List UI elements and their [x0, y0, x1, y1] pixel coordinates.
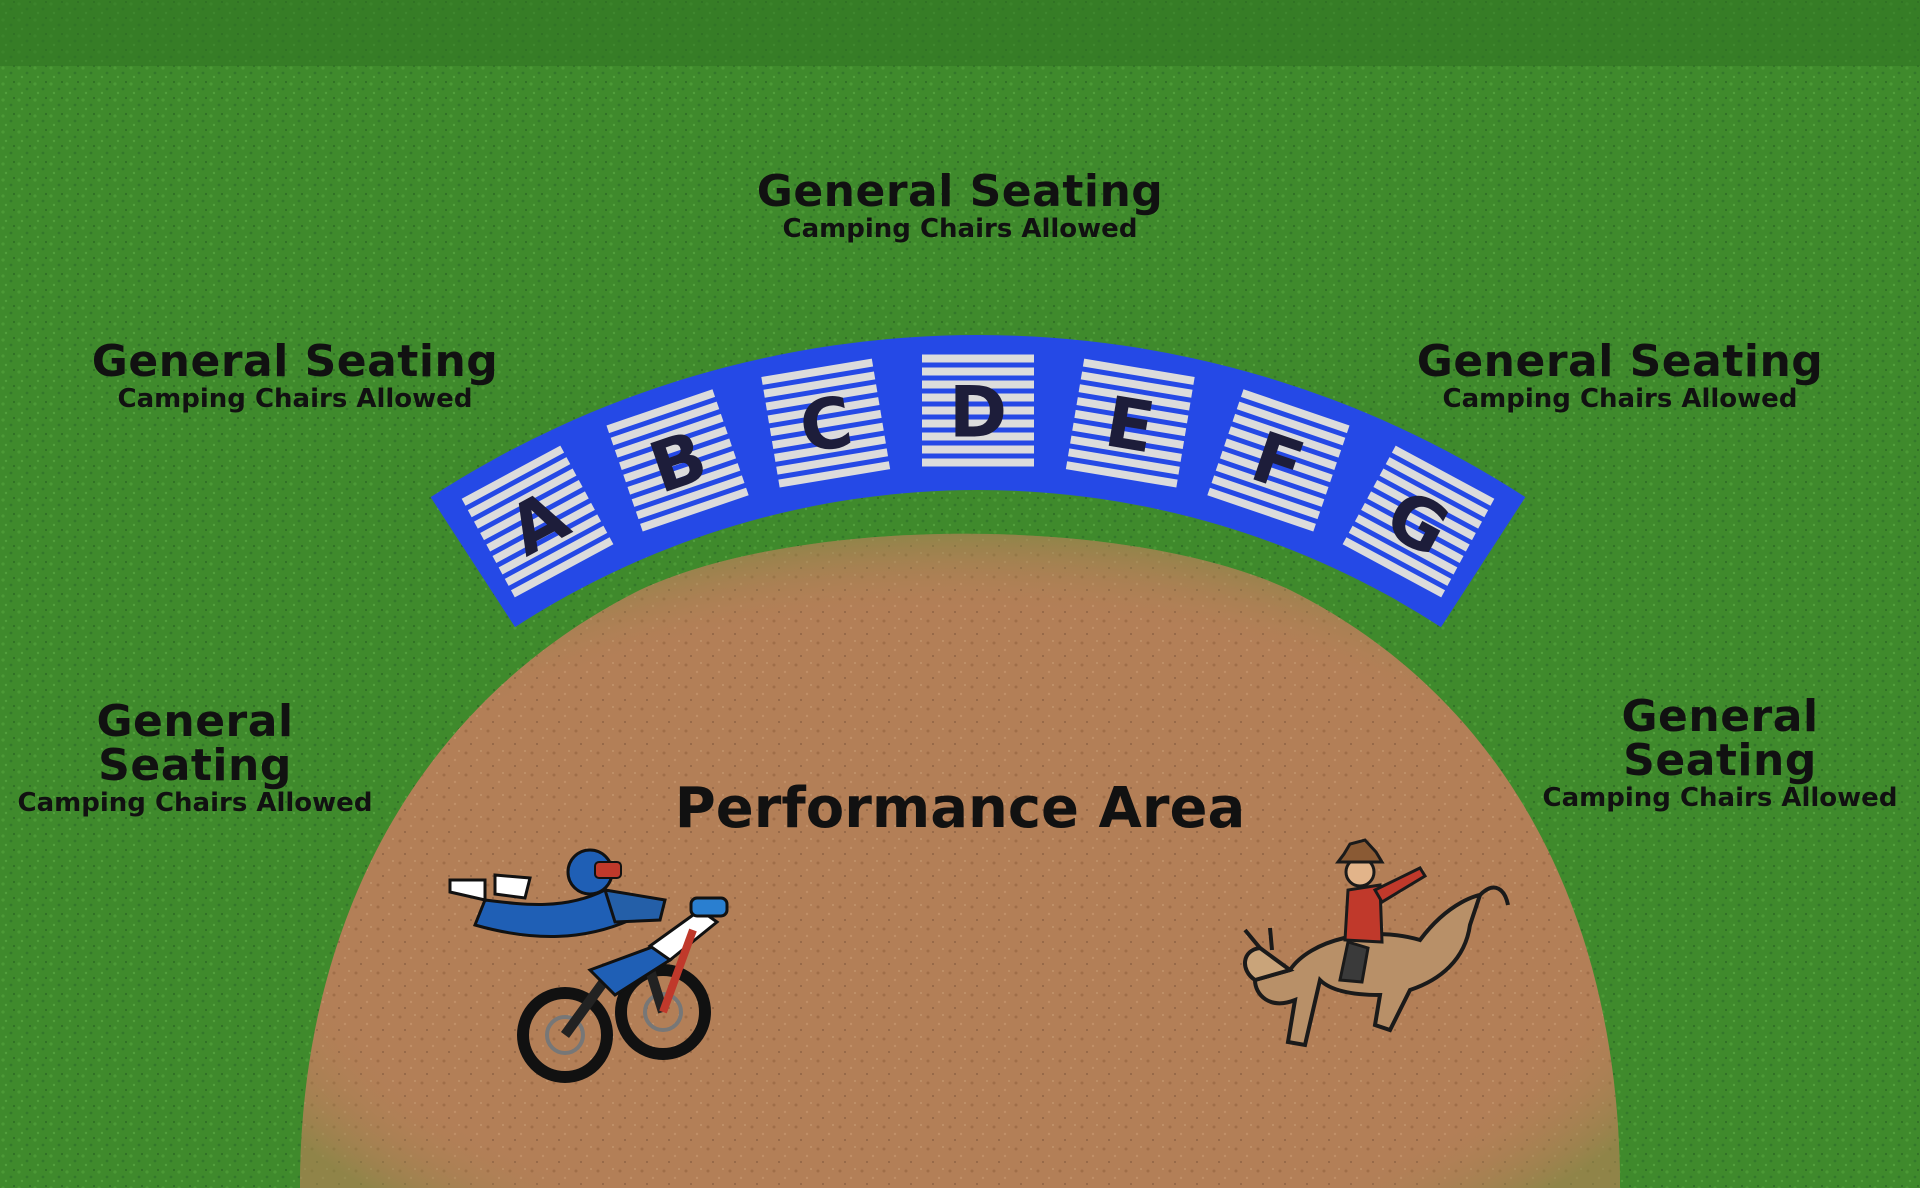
bleacher-step — [627, 450, 737, 495]
bleacher-step — [640, 487, 749, 532]
bleacher-step — [776, 448, 889, 475]
bleacher-step — [1385, 457, 1489, 518]
bleacher-step — [1367, 491, 1470, 552]
bleacher-step — [1391, 445, 1495, 506]
bleacher-step — [922, 393, 1034, 402]
seating-zone-title: General Seating — [96, 696, 294, 791]
bleacher-step — [1232, 413, 1342, 458]
bleacher-step — [610, 401, 720, 446]
general-seating-top: General Seating Camping Chairs Allowed — [740, 166, 1180, 244]
bleacher-step — [474, 468, 577, 529]
bleacher-step — [1207, 487, 1316, 532]
bleacher-step — [504, 525, 608, 586]
bleacher-step — [486, 491, 589, 552]
bleacher-step — [1080, 371, 1193, 398]
bleacher-step — [1211, 475, 1321, 520]
seating-zone-subtitle: Camping Chairs Allowed — [1542, 783, 1898, 813]
bleacher-step — [1228, 426, 1337, 470]
bleacher-step — [761, 358, 874, 385]
bleacher-step — [492, 502, 595, 563]
bleacher-step — [922, 419, 1034, 428]
seating-zone-title: General Seating — [756, 166, 1164, 217]
bleacher-step — [467, 457, 571, 518]
bleacher-step — [510, 537, 614, 598]
bleacher-step — [922, 432, 1034, 441]
bleacher-step — [1240, 389, 1350, 434]
seating-zone-subtitle: Camping Chairs Allowed — [782, 214, 1138, 244]
bleacher-step — [771, 422, 884, 450]
bleacher-step — [922, 380, 1034, 389]
bleacher-step — [1354, 514, 1458, 575]
seating-zone-title: General Seating — [1621, 691, 1819, 786]
bleacher-section-d: D — [922, 354, 1034, 467]
bleacher-step — [922, 458, 1034, 467]
bleacher-step — [767, 397, 880, 424]
bleacher-step — [922, 406, 1034, 415]
bleacher-step — [922, 445, 1034, 454]
general-seating-upper-right: General Seating Camping Chairs Allowed — [1400, 336, 1840, 414]
bleacher-step — [1361, 502, 1464, 563]
bleacher-step — [1070, 435, 1182, 462]
bleacher-step — [765, 384, 878, 411]
seating-zone-subtitle: Camping Chairs Allowed — [1442, 384, 1798, 414]
bleacher-step — [614, 413, 724, 458]
seating-zone-title: General Seating — [1416, 336, 1824, 387]
bleacher-step — [635, 475, 745, 520]
bleacher-step — [619, 426, 728, 470]
bleacher-step — [1215, 463, 1325, 507]
bull-rider-icon — [1243, 838, 1510, 1048]
bleacher-step — [774, 435, 886, 462]
general-seating-upper-left: General Seating Camping Chairs Allowed — [75, 336, 515, 414]
bleacher-section-e: E — [1065, 358, 1195, 488]
bleacher-step — [1076, 397, 1189, 424]
bleacher-step — [1342, 537, 1446, 598]
bleacher-step — [769, 409, 882, 437]
bleacher-step — [1072, 422, 1185, 450]
bleacher-step — [461, 445, 565, 506]
bleacher-step — [1236, 401, 1346, 446]
bleacher-step — [1082, 358, 1195, 385]
bleacher-step — [1379, 468, 1482, 529]
bleacher-step — [1224, 438, 1333, 483]
bleacher-step — [922, 354, 1034, 363]
bleacher-step — [763, 371, 876, 398]
motocross-rider-icon — [448, 848, 729, 1083]
bleacher-step — [1078, 384, 1191, 411]
seating-zone-subtitle: Camping Chairs Allowed — [117, 384, 473, 414]
bleacher-step — [498, 514, 602, 575]
bleacher-step — [1348, 525, 1452, 586]
bleacher-step — [606, 389, 716, 434]
seating-zone-subtitle: Camping Chairs Allowed — [17, 788, 373, 818]
general-seating-lower-right: General Seating Camping Chairs Allowed — [1520, 691, 1920, 813]
bleacher-step — [922, 367, 1034, 376]
general-seating-lower-left: General Seating Camping Chairs Allowed — [0, 696, 390, 818]
bleacher-step — [778, 461, 891, 488]
bleacher-section-f: F — [1207, 389, 1350, 532]
bleacher-section-a: A — [461, 445, 614, 598]
bleacher-section-c: C — [761, 358, 891, 488]
bleacher-step — [1219, 450, 1329, 495]
grass-border-top — [0, 0, 1920, 66]
bleacher-step — [1074, 409, 1187, 437]
bleacher-step — [623, 438, 732, 483]
bleacher-section-g: G — [1342, 445, 1495, 598]
bleacher-step — [480, 479, 583, 541]
seating-zone-title: General Seating — [91, 336, 499, 387]
performance-area-label: Performance Area — [674, 776, 1246, 841]
bleacher-step — [1373, 479, 1476, 541]
bleacher-section-label: D — [949, 372, 1007, 454]
bleacher-step — [1067, 448, 1180, 475]
bleacher-step — [1065, 461, 1178, 488]
bleacher-step — [631, 463, 741, 507]
